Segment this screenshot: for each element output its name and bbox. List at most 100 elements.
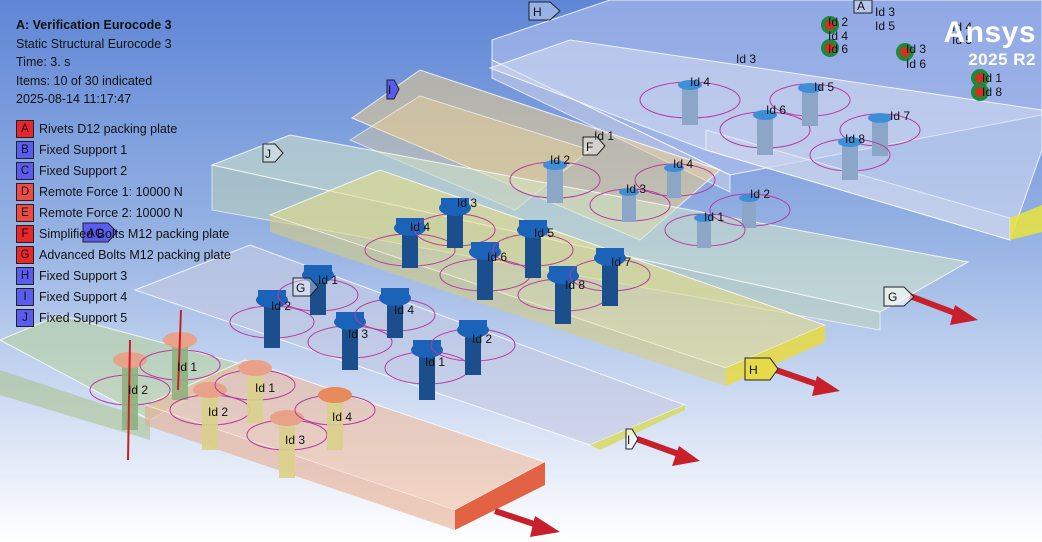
id-label: Id 3 [457,196,477,210]
callout-f[interactable]: F [582,136,606,156]
svg-text:AC: AC [87,226,104,240]
callout-j[interactable]: J [262,143,284,163]
id-label: Id 2 [750,187,770,201]
callout-a-top[interactable]: A [853,0,873,14]
legend-label: Simplified Bolts M12 packing plate [39,227,230,242]
svg-text:H: H [533,5,542,19]
legend-item-b[interactable]: B Fixed Support 1 [16,139,231,160]
callout-g-mid[interactable]: G [292,277,319,297]
id-label: Id 3 [906,42,926,56]
callout-i-top[interactable]: I [386,79,400,100]
bolt-id-labels: Id 3 Id 4 Id 5 Id 6 Id 7 Id 8 Id 1 Id 2 … [128,5,1002,447]
id-label: Id 7 [890,109,910,123]
analysis-subtitle: Static Structural Eurocode 3 [16,36,172,51]
boundary-legend: A Rivets D12 packing plate B Fixed Support… [16,118,231,329]
id-label: Id 4 [828,29,848,43]
legend-label: Fixed Support 3 [39,269,128,284]
id-label: Id 2 [271,299,291,313]
svg-text:J: J [265,147,271,161]
svg-text:I: I [627,433,630,447]
legend-swatch-g: G [16,246,34,265]
id-label: Id 3 [285,433,305,447]
id-label: Id 2 [208,405,228,419]
id-label: Id 6 [487,250,507,264]
id-label: Id 8 [565,278,585,292]
analysis-items: Items: 10 of 30 indicated [16,73,153,88]
legend-label: Advanced Bolts M12 packing plate [39,248,231,263]
legend-swatch-d: D [16,182,34,201]
id-label: Id 1 [425,355,445,369]
ansys-logo: Ansys 2025 R2 [943,16,1036,70]
id-label: Id 4 [952,20,972,34]
analysis-info: A: Verification Eurocode 3 Static Struct… [16,16,172,109]
id-label: Id 1 [704,210,724,224]
callout-i[interactable]: I [625,428,639,450]
id-label: Id 3 [348,327,368,341]
scene-callouts[interactable]: H A I F J AC G G H I [82,0,915,450]
legend-label: Fixed Support 2 [39,163,128,178]
id-label: Id 3 [736,52,756,66]
id-label: Id 4 [673,157,693,171]
callout-h[interactable]: H [744,357,779,381]
id-label: Id 1 [318,273,338,287]
legend-label: Fixed Support 5 [39,311,128,326]
id-label: Id 2 [550,153,570,167]
id-label: Id 2 [128,383,148,397]
analysis-time: Time: 3. s [16,55,71,69]
legend-item-f[interactable]: F Simplified Bolts M12 packing plate [16,223,231,244]
id-label: Id 5 [952,33,972,47]
legend-swatch-f: F [16,225,34,244]
brand-version: 2025 R2 [968,50,1036,69]
svg-text:H: H [749,363,758,377]
id-label: Id 5 [814,80,834,94]
id-label: Id 1 [255,381,275,395]
legend-label: Fixed Support 1 [39,142,128,157]
id-label: Id 1 [982,71,1002,85]
id-label: Id 1 [177,360,197,374]
id-label: Id 6 [906,57,926,71]
svg-text:F: F [586,140,593,154]
simplified-bolts [509,80,921,248]
id-label: Id 3 [875,5,895,19]
rivets-front [89,309,376,478]
id-label: Id 8 [982,85,1002,99]
id-label: Id 4 [394,303,414,317]
callout-ac[interactable]: AC [82,222,118,243]
legend-label: Rivets D12 packing plate [39,121,178,136]
id-label: Id 5 [875,19,895,33]
legend-swatch-a: A [16,119,34,138]
svg-text:I: I [388,83,391,97]
id-label: Id 2 [828,15,848,29]
svg-text:G: G [888,290,897,304]
callout-h-top[interactable]: H [528,1,561,21]
legend-item-g[interactable]: G Advanced Bolts M12 packing plate [16,245,231,266]
remote-force-arrows [494,293,978,537]
legend-swatch-b: B [16,140,34,159]
id-label: Id 5 [534,226,554,240]
callout-g-right[interactable]: G [883,286,915,307]
svg-text:G: G [296,281,305,295]
analysis-title: A: Verification Eurocode 3 [16,18,172,32]
advanced-bolts [229,198,651,400]
rivet-markers-back [821,16,989,101]
id-label: Id 4 [410,220,430,234]
id-label: Id 8 [845,132,865,146]
id-label: Id 7 [611,255,631,269]
svg-text:A: A [857,0,865,13]
id-label: Id 4 [690,75,710,89]
id-label: Id 6 [766,103,786,117]
legend-swatch-i: I [16,288,34,307]
plate-assembly-front-orange[interactable] [143,359,547,530]
legend-swatch-e: E [16,203,34,222]
legend-item-a[interactable]: A Rivets D12 packing plate [16,118,231,139]
id-label: Id 2 [472,332,492,346]
id-label: Id 6 [828,42,848,56]
